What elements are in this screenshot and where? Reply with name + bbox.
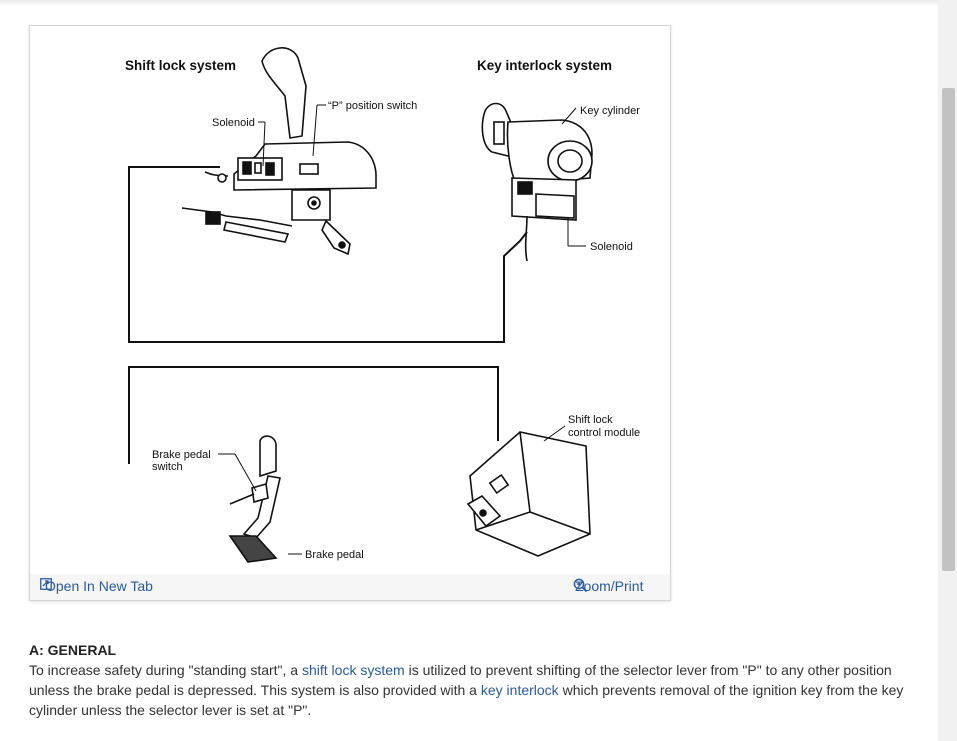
label-solenoid-left: Solenoid (212, 117, 255, 129)
figure-toolbar: Open In New Tab Zoom/Print (30, 574, 670, 600)
paragraph-text-3: which prevents removal of the ignition k… (29, 682, 904, 718)
scrollbar-thumb[interactable] (942, 88, 955, 571)
top-shadow-bar (0, 0, 940, 6)
paragraph-text-1: To increase safety during "standing star… (29, 662, 302, 678)
shift-lock-title: Shift lock system (125, 58, 236, 73)
paragraph-text-2: is utilized to prevent shifting of the s… (29, 662, 892, 698)
selector-lever-illustration (181, 47, 377, 256)
label-brake-pedal-switch-line1: Brake pedal (152, 449, 211, 461)
label-solenoid-right: Solenoid (590, 241, 633, 253)
key-interlock-link[interactable]: key interlock (480, 682, 559, 698)
label-brake-pedal-switch-line2: switch (152, 461, 183, 473)
open-new-tab-label: Open In New Tab (45, 578, 153, 594)
article-section: A: GENERAL To increase safety during "st… (29, 640, 929, 720)
shift-lock-system-link[interactable]: shift lock system (301, 662, 405, 678)
label-shift-lock-module-line1: Shift lock (568, 414, 613, 426)
wiring (128, 166, 528, 464)
section-heading: A: GENERAL (29, 642, 117, 658)
label-p-position-switch: “P” position switch (328, 100, 417, 112)
open-new-tab-link[interactable]: Open In New Tab (40, 578, 153, 594)
key-cylinder-illustration (481, 102, 593, 262)
zoom-print-label: Zoom/Print (575, 578, 644, 594)
label-shift-lock-module-line2: control module (568, 427, 640, 439)
label-key-cylinder: Key cylinder (580, 105, 640, 117)
shift-lock-diagram: Shift lock system Key interlock system (125, 47, 640, 563)
section-paragraph: To increase safety during "standing star… (29, 660, 929, 720)
label-brake-pedal: Brake pedal (305, 549, 364, 561)
leader-lines (218, 104, 586, 555)
zoom-print-link[interactable]: Zoom/Print (573, 578, 643, 594)
figure-card: Shift lock system Key interlock system (29, 25, 671, 601)
control-module-illustration (466, 431, 591, 557)
brake-pedal-illustration (228, 435, 281, 563)
key-interlock-title: Key interlock system (477, 58, 612, 73)
